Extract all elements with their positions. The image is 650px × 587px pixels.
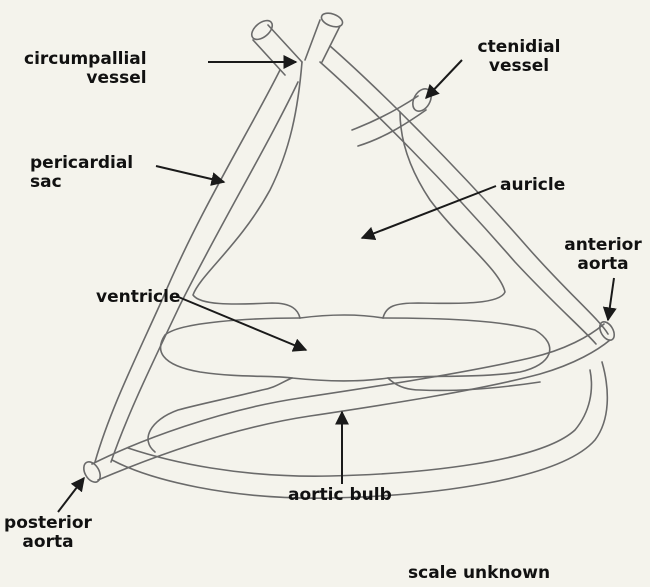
ventricle-outline xyxy=(161,318,550,378)
ctenidial-vessel-tube xyxy=(352,96,426,146)
ctenidial-vessel-opening xyxy=(409,86,435,115)
aorta-tube-lower xyxy=(98,340,610,480)
scale-note: scale unknown xyxy=(408,564,550,583)
auricle-outline xyxy=(193,62,505,318)
pericardial-sac-bottom-inner xyxy=(128,370,591,476)
label-aortic-bulb: aortic bulb xyxy=(288,486,392,505)
label-anterior-aorta: anterior aorta xyxy=(558,236,648,274)
pericardial-sac-right-outer xyxy=(330,46,608,334)
pericardial-sac-inner xyxy=(111,82,298,462)
pericardial-sac-outer xyxy=(95,70,280,462)
ventricle-waist xyxy=(292,315,388,381)
aorta-tube-upper xyxy=(92,324,604,464)
auricle-arrow xyxy=(362,186,496,238)
label-pericardial-sac: pericardial sac xyxy=(30,154,133,192)
circumpallial-vessel-left-opening xyxy=(248,17,275,43)
label-posterior-aorta: posterior aorta xyxy=(2,514,94,552)
circumpallial-vessel-right-opening xyxy=(320,11,345,30)
label-ventricle: ventricle xyxy=(96,288,181,307)
anterior-aorta-arrow xyxy=(608,278,614,320)
posterior-aorta-opening xyxy=(80,459,103,485)
posterior-aorta-arrow xyxy=(58,478,84,512)
label-auricle: auricle xyxy=(500,176,565,195)
ctenidial-vessel-arrow xyxy=(426,60,462,98)
pericardial-sac-arrow xyxy=(156,166,224,182)
aortic-bulb-outline xyxy=(148,378,540,452)
pericardial-sac-right-inner xyxy=(320,62,596,344)
label-ctenidial-vessel: ctenidial vessel xyxy=(464,38,574,76)
circumpallial-vessel-left xyxy=(253,25,302,75)
label-circumpallial-vessel: circumpallial vessel xyxy=(24,50,147,88)
